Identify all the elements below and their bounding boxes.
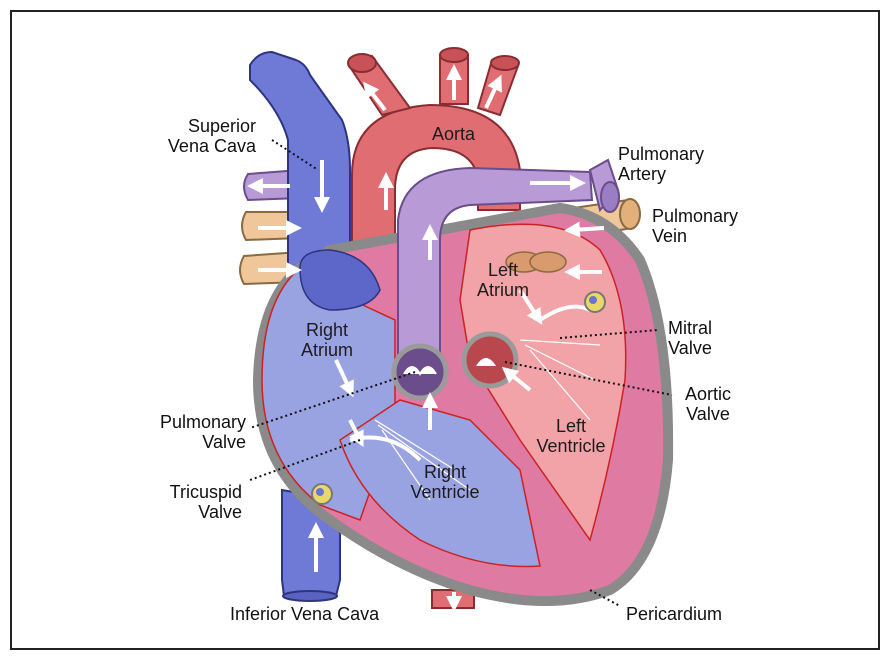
label-pulmonary-artery: Pulmonary Artery xyxy=(618,144,704,184)
label-line: Valve xyxy=(198,502,242,522)
label-aorta: Aorta xyxy=(432,124,476,144)
label-line: Left xyxy=(555,416,587,436)
label-line: Atrium xyxy=(300,340,353,360)
label-line: Ventricle xyxy=(410,482,480,502)
label-pulmonary-vein: Pulmonary Vein xyxy=(652,206,738,246)
label-line: Vena Cava xyxy=(167,136,256,156)
label-line: Superior xyxy=(187,116,256,136)
label-line: Valve xyxy=(686,404,730,424)
label-line: Right xyxy=(305,320,349,340)
label-line: Right xyxy=(423,462,467,482)
label-line: Atrium xyxy=(476,280,529,300)
label-line: Tricuspid xyxy=(169,482,242,502)
label-line: Valve xyxy=(202,432,246,452)
label-line: Artery xyxy=(618,164,667,184)
label-pulmonary-valve: Pulmonary Valve xyxy=(136,412,246,452)
label-right-ventricle: Right Ventricle xyxy=(400,462,490,502)
valve-rings xyxy=(391,251,567,401)
label-line: Valve xyxy=(668,338,712,358)
label-line: Pulmonary xyxy=(618,144,705,164)
label-tricuspid-valve: Tricuspid Valve xyxy=(150,482,242,522)
label-line: Pulmonary xyxy=(652,206,739,226)
label-line: Mitral xyxy=(668,318,712,338)
label-line: Pulmonary xyxy=(159,412,246,432)
label-line: Left xyxy=(487,260,519,280)
label-pericardium: Pericardium xyxy=(626,604,723,624)
label-line: Ventricle xyxy=(536,436,606,456)
label-left-atrium: Left Atrium xyxy=(468,260,538,300)
label-mitral-valve: Mitral Valve xyxy=(660,318,720,358)
label-right-atrium: Right Atrium xyxy=(292,320,362,360)
label-line: Aortic xyxy=(684,384,731,404)
leader-lines xyxy=(249,139,673,607)
heart-body xyxy=(252,202,674,606)
label-superior-vena-cava: Superior Vena Cava xyxy=(146,116,256,156)
label-line: Vein xyxy=(652,226,688,246)
label-inferior-vena-cava: Inferior Vena Cava xyxy=(230,604,380,624)
label-aortic-valve: Aortic Valve xyxy=(678,384,738,424)
pulmonary-artery xyxy=(397,158,620,361)
flow-arrows xyxy=(247,64,605,612)
label-left-ventricle: Left Ventricle xyxy=(526,416,616,456)
